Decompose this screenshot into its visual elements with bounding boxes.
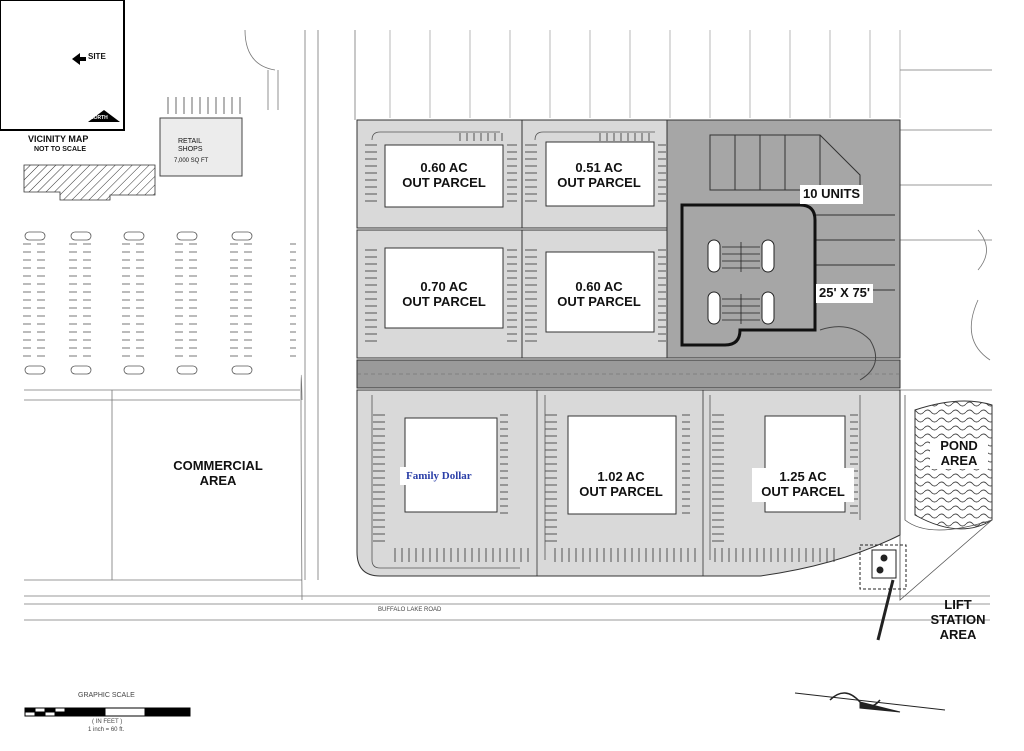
lift-station-label: LIFT STATION AREA bbox=[930, 597, 986, 642]
graphic-scale-bar bbox=[24, 707, 191, 717]
north-arrow-icon bbox=[88, 110, 120, 122]
graphic-scale-ratio: 1 inch = 60 ft. bbox=[88, 727, 125, 733]
retail-shops-building bbox=[159, 117, 243, 177]
lift-station bbox=[859, 544, 907, 641]
east-boundary bbox=[899, 519, 993, 601]
unit-parking-lot bbox=[680, 203, 817, 347]
units-label: 10 UNITS bbox=[800, 185, 864, 204]
unit-size-label: 25' X 75' bbox=[816, 284, 873, 303]
parking-island bbox=[24, 365, 46, 375]
top-context-lines bbox=[389, 30, 901, 118]
commercial-area-label: COMMERCIAL AREA bbox=[173, 458, 263, 488]
graphic-scale-title: GRAPHIC SCALE bbox=[78, 692, 135, 699]
cul-de-sac bbox=[819, 326, 877, 381]
retail-shops-name: RETAIL SHOPS bbox=[178, 138, 203, 154]
vicinity-map-box bbox=[0, 0, 125, 131]
parking-islands-units bbox=[707, 239, 775, 325]
retail-parking-stripes bbox=[167, 97, 241, 114]
parking-island bbox=[70, 365, 92, 375]
road-lines bbox=[24, 29, 992, 621]
road-name-label: BUFFALO LAKE ROAD bbox=[378, 607, 442, 613]
retail-shops-size: 7,000 SQ FT bbox=[174, 158, 209, 164]
existing-buildings-hatched bbox=[23, 164, 156, 201]
drive-aisles bbox=[371, 131, 861, 569]
access-drive bbox=[356, 359, 901, 389]
parking-island bbox=[231, 231, 253, 241]
vicinity-map-scale-note: NOT TO SCALE bbox=[34, 146, 86, 153]
parking-island bbox=[123, 231, 145, 241]
parking-island bbox=[176, 231, 198, 241]
parking-island bbox=[176, 365, 198, 375]
graphic-scale-units: ( IN FEET ) bbox=[92, 719, 123, 725]
parking-island bbox=[24, 231, 46, 241]
north-arrow-compass-icon bbox=[794, 692, 946, 713]
vicinity-map-title: VICINITY MAP bbox=[28, 134, 89, 144]
parking-island bbox=[123, 365, 145, 375]
west-parking-lots bbox=[23, 231, 296, 375]
pond-boundary bbox=[904, 395, 993, 531]
family-dollar-label: Family Dollar bbox=[400, 467, 478, 485]
site-arrow-icon bbox=[72, 53, 86, 65]
vicinity-map-north-label: NORTH bbox=[90, 115, 108, 121]
unit-lot-stalls bbox=[722, 242, 760, 324]
parking-island bbox=[231, 365, 253, 375]
parking-island bbox=[70, 231, 92, 241]
vicinity-map-site-label: SITE bbox=[88, 52, 106, 61]
pond-area-label: POND AREA bbox=[930, 438, 988, 469]
